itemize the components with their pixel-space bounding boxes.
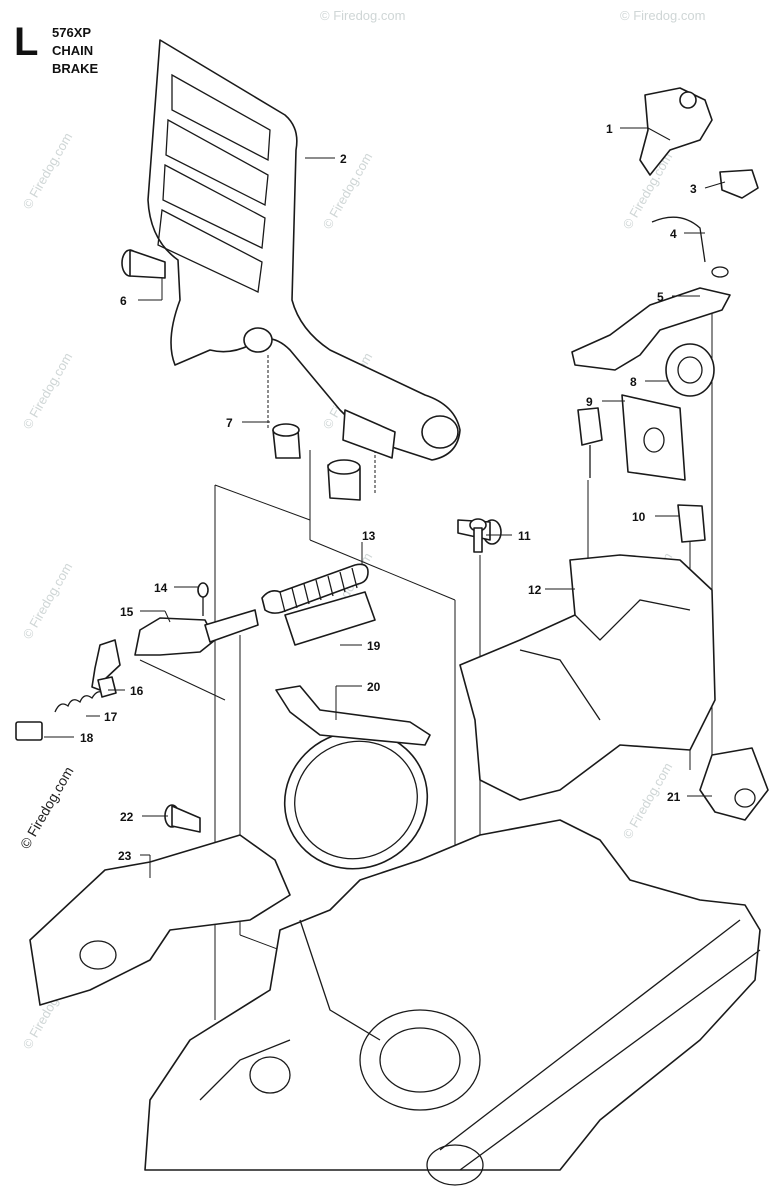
clip-9: [577, 407, 603, 478]
spring-13: [261, 563, 369, 614]
callout-9: 9: [586, 395, 593, 409]
watermark: © Firedog.com: [620, 8, 705, 23]
callout-13: 13: [362, 529, 376, 543]
wire-4: [651, 216, 729, 278]
trigger-5: [571, 287, 731, 371]
callout-2: 2: [340, 152, 347, 166]
callout-22: 22: [120, 810, 134, 824]
cover-23: [29, 834, 291, 1006]
callout-10: 10: [632, 510, 646, 524]
callout-15: 15: [120, 605, 134, 619]
callout-14: 14: [154, 581, 168, 595]
callout-12: 12: [528, 583, 542, 597]
section-letter: L: [14, 20, 39, 64]
callout-3: 3: [690, 182, 697, 196]
spring-3: [719, 169, 759, 199]
coil-8: [665, 343, 715, 397]
callout-8: 8: [630, 375, 637, 389]
hand-guard: [147, 39, 461, 461]
clip-10: [677, 504, 706, 543]
screw-22: [164, 804, 201, 833]
watermark-dark: © Firedog.com: [17, 764, 77, 852]
callout-1: 1: [606, 122, 613, 136]
spring-16-17: [15, 676, 117, 741]
watermark: © Firedog.com: [320, 8, 405, 23]
watermark: © Firedog.com: [20, 350, 76, 432]
watermark: © Firedog.com: [20, 560, 76, 642]
callout-19: 19: [367, 639, 381, 653]
bracket-12: [459, 554, 716, 801]
callout-5: 5: [657, 290, 664, 304]
screw-11: [469, 518, 487, 553]
actuator-1: [639, 87, 713, 176]
bushing-7: [272, 423, 361, 501]
title-line-2: BRAKE: [52, 61, 99, 76]
callout-20: 20: [367, 680, 381, 694]
plate-19: [284, 591, 376, 646]
watermark: © Firedog.com: [320, 150, 376, 232]
module-9: [621, 394, 686, 481]
screw-6: [121, 249, 166, 279]
callout-11: 11: [518, 529, 531, 543]
callout-leaders: [44, 127, 726, 878]
model-label: 576XP: [52, 25, 92, 40]
lever-15: [91, 582, 259, 691]
callout-18: 18: [80, 731, 94, 745]
callout-4: 4: [670, 227, 677, 241]
callout-7: 7: [226, 416, 233, 430]
callout-21: 21: [667, 790, 681, 804]
switch-21: [699, 747, 769, 821]
callout-17: 17: [104, 710, 118, 724]
callout-16: 16: [130, 684, 144, 698]
callout-labels: 1 2 3 4 5 6 7 8 9 10 11 12 13 14 15 16 1…: [80, 122, 697, 863]
callout-6: 6: [120, 294, 127, 308]
crankcase: [144, 819, 761, 1186]
callout-23: 23: [118, 849, 132, 863]
brake-band-20: [275, 685, 431, 870]
title-line-1: CHAIN: [52, 43, 94, 58]
watermark: © Firedog.com: [20, 130, 76, 212]
